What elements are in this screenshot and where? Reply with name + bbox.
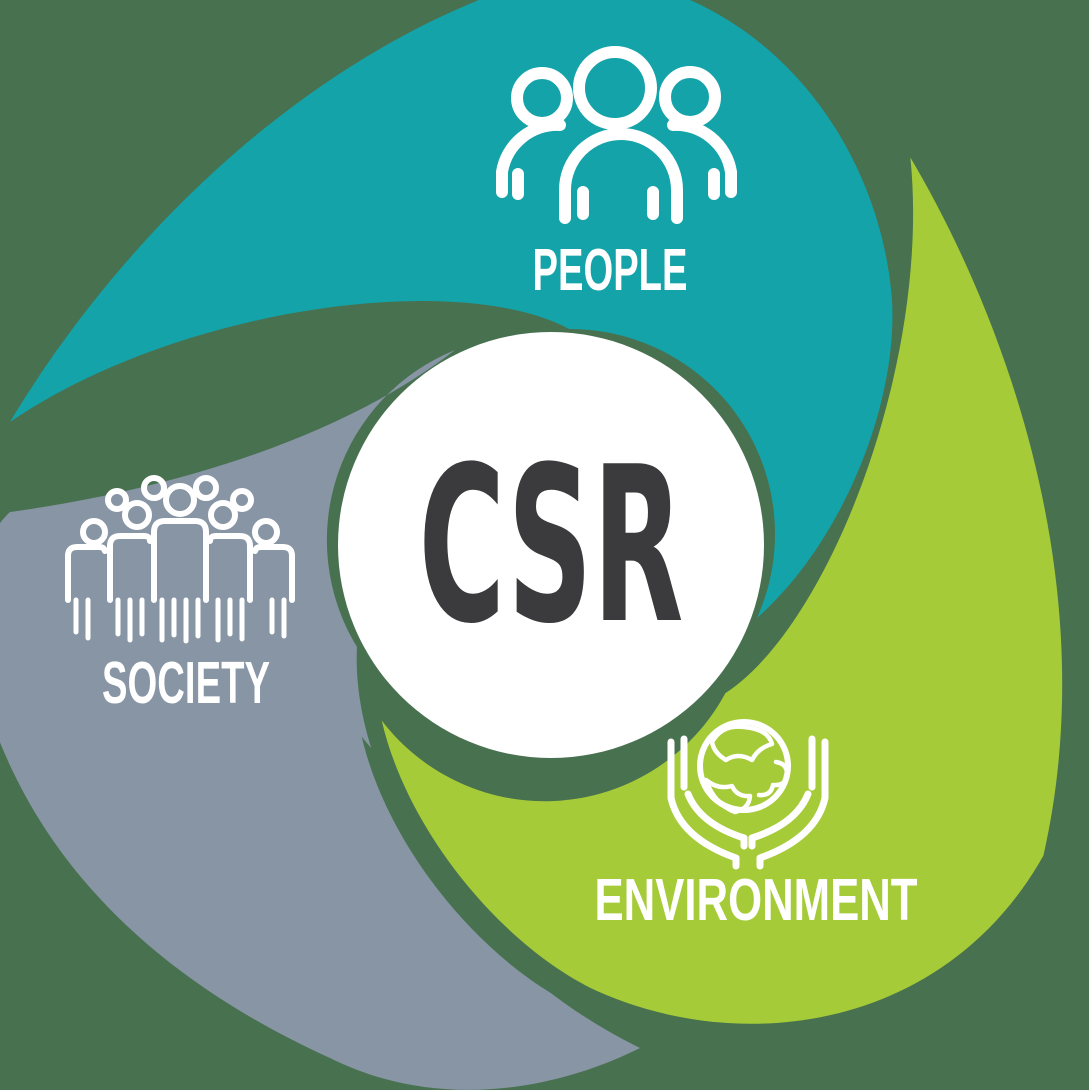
- crowd-back-head: [193, 475, 219, 501]
- crowd-front-head: [252, 518, 280, 546]
- crowd-center-body: [151, 518, 209, 603]
- crowd-front-head: [163, 483, 197, 517]
- crowd-left-body: [107, 533, 153, 603]
- left-hand-inner: [684, 790, 748, 842]
- crowd-back-head: [141, 475, 167, 501]
- people-center-body: [559, 128, 683, 224]
- center-circle: [338, 332, 764, 758]
- people-group-icon: [496, 46, 737, 224]
- crowd-legs: [73, 597, 287, 644]
- left-hand-outer: [667, 738, 740, 862]
- crowd-right-body: [207, 533, 253, 603]
- people-right-body: [667, 118, 737, 198]
- people-center-hands: [577, 186, 659, 220]
- right-hand-inner: [748, 790, 812, 842]
- crowd-back-head: [105, 488, 129, 512]
- segment-environment-label: ENVIRONMENT: [595, 867, 918, 933]
- crowd-back-head: [230, 488, 254, 512]
- right-hand-wrist: [748, 834, 764, 870]
- segment-environment-blade: [381, 157, 1063, 1024]
- crowd-front-head: [80, 518, 108, 546]
- people-center-head: [573, 46, 657, 130]
- segment-people-label: PEOPLE: [533, 237, 688, 303]
- right-hand-outer: [756, 738, 829, 862]
- crowd-front-head: [208, 500, 238, 530]
- crowd-outer-right-body: [252, 544, 295, 603]
- hands-holding-globe-icon: [667, 719, 829, 870]
- segment-society-label: SOCIETY: [102, 650, 270, 716]
- people-side-hands: [512, 168, 720, 200]
- crowd-outer-left-body: [65, 544, 108, 603]
- globe-continents: [703, 724, 790, 815]
- segment-society-blade: [0, 350, 640, 1090]
- left-hand-wrist: [732, 834, 748, 870]
- crowd-icon: [65, 475, 295, 644]
- center-title: CSR: [419, 420, 684, 671]
- crowd-front-head: [122, 500, 152, 530]
- people-left-body: [496, 118, 566, 198]
